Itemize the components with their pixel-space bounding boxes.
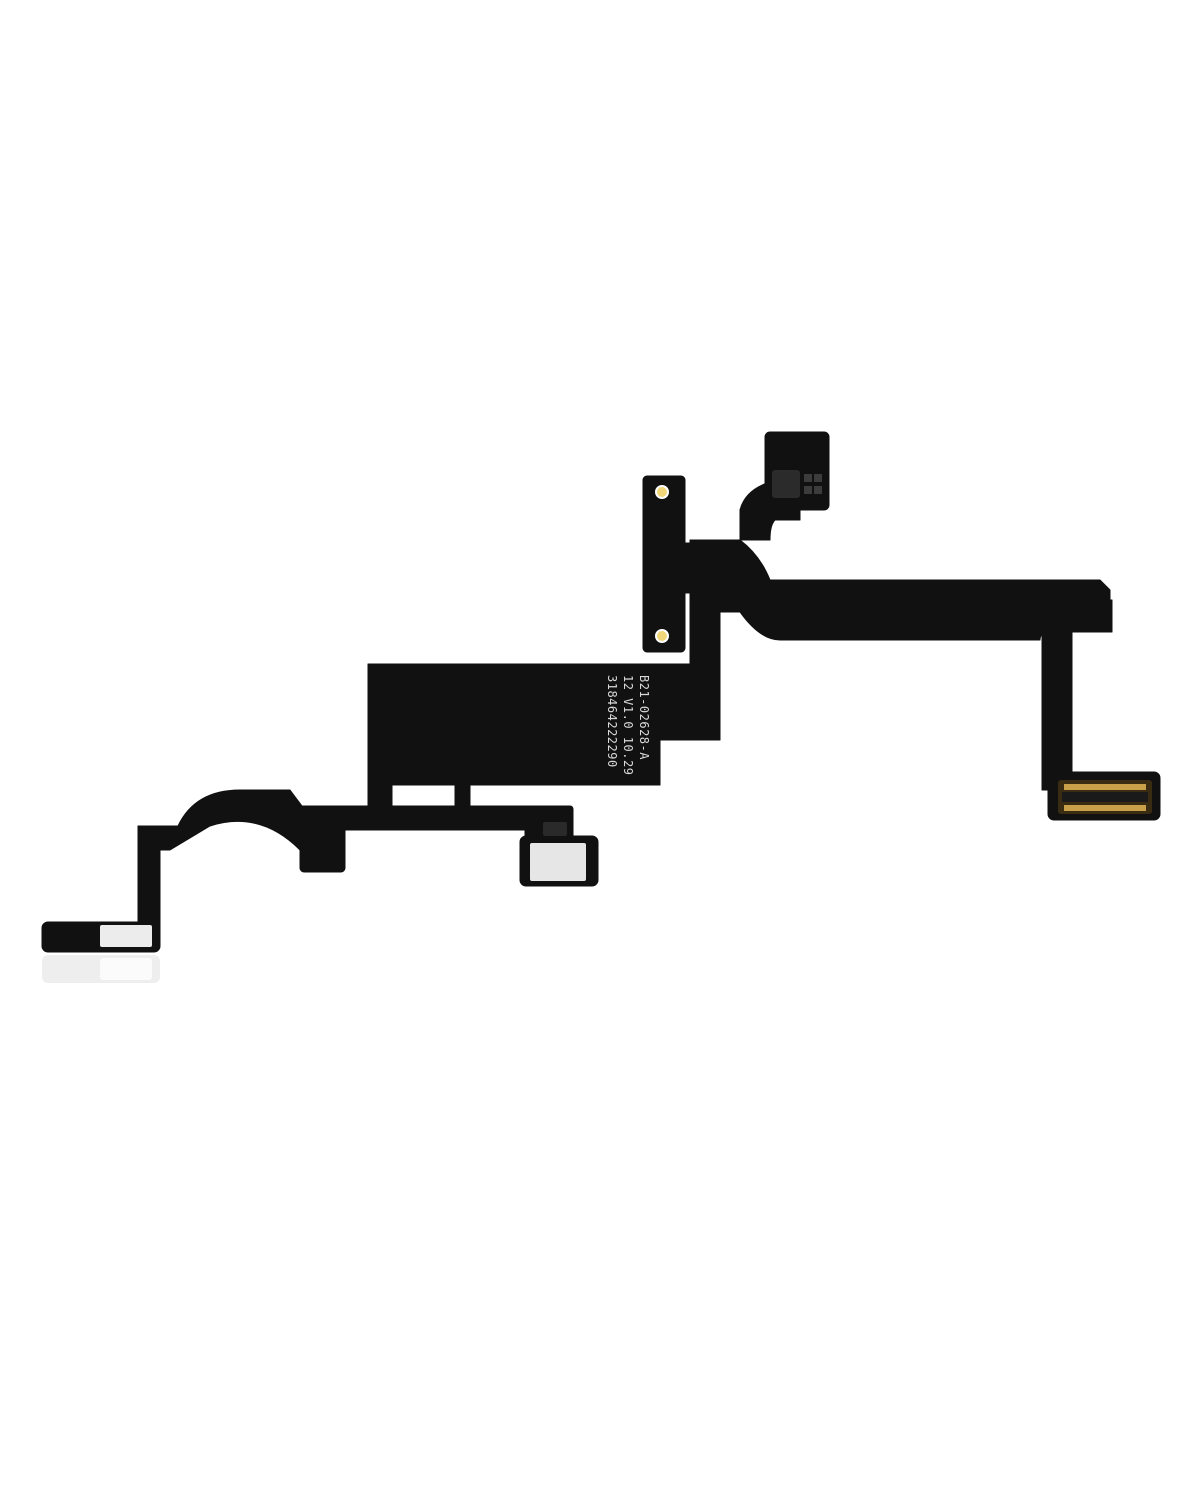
sensor-component-a xyxy=(804,474,812,482)
connector-pins xyxy=(1062,784,1148,811)
sensor-component-d xyxy=(814,486,822,494)
right-arm-vertical xyxy=(1041,609,1073,791)
sensor-chip xyxy=(772,470,800,498)
sensor-component-c xyxy=(804,486,812,494)
pcb-label-line1: B21-02628-A xyxy=(637,675,651,760)
pcb-label-line3: 318464222290 xyxy=(605,675,619,768)
flash-dot-bottom xyxy=(655,629,669,643)
flash-dot-top xyxy=(655,485,669,499)
left-tail-contact xyxy=(100,925,152,947)
pcb-label-group: B21-02628-A 12 V1.0 10.29 318464222290 xyxy=(605,675,651,775)
lower-right-chip xyxy=(543,822,567,836)
pcb-label-line2: 12 V1.0 10.29 xyxy=(621,675,635,775)
lower-right-contact xyxy=(530,843,586,881)
sensor-component-b xyxy=(814,474,822,482)
tail-reflection xyxy=(42,955,160,983)
